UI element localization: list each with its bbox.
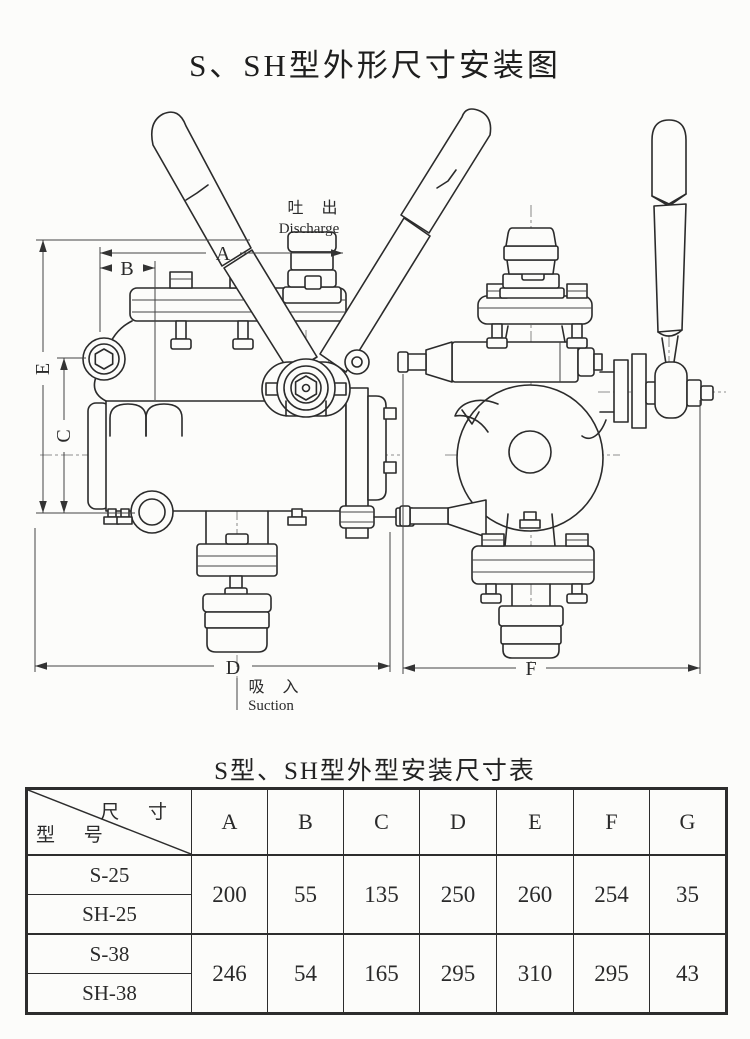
value-cell: 135 (343, 854, 420, 935)
corner-model-label: 型 号 (36, 825, 115, 846)
discharge-label-en: Discharge (279, 221, 340, 237)
suction-label-cn: 吸 入 (248, 679, 305, 696)
model-cell: SH-25 (26, 894, 192, 935)
dim-B: B (100, 258, 155, 280)
dim-label-a: A (216, 243, 231, 265)
dim-label-f: F (525, 658, 536, 680)
dim-label-b: B (120, 258, 133, 280)
dim-E: E (32, 240, 54, 513)
value-cell: 165 (343, 933, 420, 1014)
value-cell: 54 (267, 933, 344, 1014)
col-header-c: C (343, 788, 420, 856)
col-header-d: D (419, 788, 497, 856)
table-row: SH-25 (26, 894, 727, 935)
diagonal-divider (28, 790, 191, 854)
dim-F: F (403, 658, 700, 680)
dim-label-d: D (226, 657, 240, 679)
suction-port-side (196, 510, 278, 653)
suction-port-end (471, 533, 595, 659)
value-cell: 260 (496, 854, 574, 935)
dim-C: C (53, 358, 75, 513)
dimension-lines: E C A B (32, 239, 701, 710)
value-cell: 43 (649, 933, 727, 1014)
table-row: SH-38 (26, 973, 727, 1014)
side-view (82, 108, 492, 653)
col-header-f: F (573, 788, 650, 856)
value-cell: 310 (496, 933, 574, 1014)
corner-dim-label: 尺 寸 (100, 802, 179, 823)
dim-A: A (100, 243, 343, 265)
value-cell: 246 (191, 933, 268, 1014)
col-header-b: B (267, 788, 344, 856)
left-handle (150, 111, 318, 374)
piston-rod-assembly (397, 341, 603, 538)
dim-D: D (35, 657, 390, 679)
dim-label-c: C (53, 429, 75, 442)
value-cell: 295 (419, 933, 497, 1014)
right-handle (319, 108, 492, 373)
suction-label-en: Suction (248, 698, 294, 714)
table-row: S-38 246 54 165 295 310 295 43 (26, 933, 727, 1014)
dimension-table: 尺 寸 型 号 A B C D E F G S-25 200 55 135 25… (25, 787, 728, 1015)
handle-linkage (581, 353, 714, 440)
discharge-port-side (282, 231, 342, 304)
model-cell: S-25 (26, 854, 192, 895)
col-header-e: E (496, 788, 574, 856)
table-title: S型、SH型外型安装尺寸表 (214, 758, 536, 785)
table-row: S-25 200 55 135 250 260 254 35 (26, 854, 727, 935)
table-corner-cell: 尺 寸 型 号 (26, 788, 192, 856)
value-cell: 55 (267, 854, 344, 935)
pump-body-side (82, 320, 415, 539)
pump-dimension-drawing: E C A B (32, 108, 726, 714)
value-cell: 250 (419, 854, 497, 935)
pump-body-end (454, 384, 604, 547)
end-view (397, 119, 714, 659)
drawing-labels: 吐 出 Discharge 吸 入 Suction (248, 199, 344, 714)
value-cell: 295 (573, 933, 650, 1014)
col-header-a: A (191, 788, 268, 856)
page-title: S、SH型外形尺寸安装图 (189, 48, 561, 83)
handle-pivot (261, 349, 370, 418)
model-cell: SH-38 (26, 973, 192, 1014)
value-cell: 200 (191, 854, 268, 935)
value-cell: 35 (649, 854, 727, 935)
end-view-handle (651, 119, 687, 365)
discharge-label-cn: 吐 出 (287, 199, 344, 217)
discharge-port-end (477, 227, 593, 349)
dim-label-e: E (32, 363, 54, 375)
model-cell: S-38 (26, 933, 192, 974)
value-cell: 254 (573, 854, 650, 935)
col-header-g: G (649, 788, 727, 856)
